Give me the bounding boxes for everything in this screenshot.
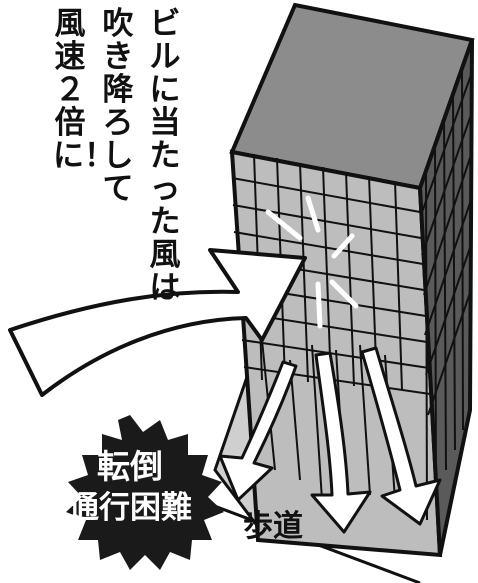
incoming-wind-arrow bbox=[8, 248, 307, 397]
headline-column-1: ビルに当たった風は bbox=[149, 6, 181, 306]
window-grid-front bbox=[231, 153, 431, 395]
warning-starburst-badge bbox=[66, 415, 224, 570]
headline-column-2: 吹き降ろして bbox=[102, 6, 134, 207]
downdraft-arrow-middle bbox=[310, 351, 372, 534]
window-grid-side bbox=[420, 65, 472, 521]
headline-column-3: 風速２倍に！ bbox=[53, 6, 115, 174]
downdraft-arrow-left bbox=[218, 360, 298, 502]
sidewalk-label: 歩道 bbox=[243, 509, 303, 544]
badge-text-line2: 通行困難 bbox=[68, 490, 192, 526]
downdraft-arrow-right bbox=[360, 346, 442, 526]
badge-text-line1: 転倒 bbox=[97, 447, 163, 486]
impact-burst bbox=[265, 195, 359, 329]
